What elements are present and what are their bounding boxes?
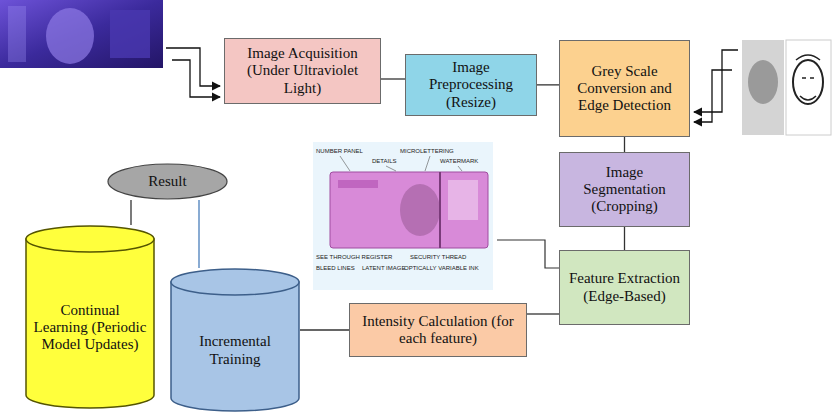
process-box: Intensity Calculation (for each feature) <box>349 303 527 357</box>
edge-lines <box>796 55 820 100</box>
figure-link-line <box>497 240 559 268</box>
input-arrow <box>694 70 732 122</box>
number-panel-area <box>338 180 378 188</box>
leader-line <box>340 156 350 171</box>
connector-line <box>130 200 131 225</box>
uv-photo <box>0 0 163 68</box>
portrait-glow <box>46 8 94 64</box>
security-thread <box>439 172 441 248</box>
process-box: Feature Extraction (Edge-Based) <box>559 250 690 325</box>
cylinder-top <box>171 269 299 295</box>
edge-face <box>793 60 823 104</box>
connector-line <box>624 227 625 250</box>
feature-label: MICROLETTERING <box>400 148 454 154</box>
input-arrow <box>172 60 220 97</box>
node-text: Intensity Calculation (for each feature) <box>356 313 520 348</box>
note-strip <box>8 6 26 62</box>
leader-line <box>458 166 462 171</box>
connector-line <box>381 78 405 79</box>
uv-banknote-photo <box>0 0 163 68</box>
input-arrow <box>694 50 738 112</box>
ellipse-outline <box>108 164 227 199</box>
result-ellipse: Result <box>107 163 228 200</box>
node-text: Grey Scale Conversion and Edge Detection <box>566 63 683 115</box>
feature-label: LATENT IMAGE <box>362 265 405 271</box>
node-text: Image Acquisition (Under Ultraviolet Lig… <box>231 45 374 97</box>
input-arrow <box>166 48 220 86</box>
process-box: Image Segmentation (Cropping) <box>559 152 690 227</box>
feature-label: DETAILS <box>372 158 397 164</box>
figure-ground <box>313 142 493 290</box>
grey-portrait <box>742 40 784 135</box>
banknote-features-figure <box>313 142 493 290</box>
note-panel <box>110 10 150 58</box>
database-cylinder: Continual Learning (Periodic Model Updat… <box>25 225 155 410</box>
process-box: Image Preprocessing (Resize) <box>405 54 537 116</box>
node-text: Image Preprocessing (Resize) <box>412 59 530 111</box>
process-box: Grey Scale Conversion and Edge Detection <box>559 40 690 137</box>
connector-line <box>198 200 199 268</box>
feature-label: BLEED LINES <box>316 265 355 271</box>
watermark-window <box>448 180 478 220</box>
leader-line <box>425 156 430 171</box>
portrait <box>400 184 440 236</box>
node-text: Continual Learning (Periodic Model Updat… <box>33 302 147 354</box>
greyscale-portraits <box>742 40 831 135</box>
node-text: Incremental Training <box>178 333 292 368</box>
node-text: Result <box>148 173 186 190</box>
connector-line <box>300 329 349 330</box>
feature-label: SEE THROUGH REGISTER <box>316 254 392 260</box>
connector-line <box>624 137 625 152</box>
feature-label: WATERMARK <box>440 158 478 164</box>
node-text: Image Segmentation (Cropping) <box>566 164 683 216</box>
feature-label: OPTICALLY VARIABLE INK <box>404 265 479 271</box>
leader-line <box>386 166 396 171</box>
process-box: Image Acquisition (Under Ultraviolet Lig… <box>224 38 381 104</box>
feature-label: SECURITY THREAD <box>410 254 466 260</box>
edge-portrait <box>786 40 831 135</box>
feature-label: NUMBER PANEL <box>316 148 363 154</box>
grey-face <box>748 60 778 104</box>
node-text: Feature Extraction (Edge-Based) <box>566 270 683 305</box>
database-cylinder: Incremental Training <box>170 268 300 413</box>
connector-line <box>527 313 559 314</box>
cylinder-top <box>26 226 154 252</box>
cylinder-body <box>26 239 154 408</box>
banknote <box>330 172 488 248</box>
cylinder-body <box>171 282 299 411</box>
connector-line <box>537 84 559 85</box>
